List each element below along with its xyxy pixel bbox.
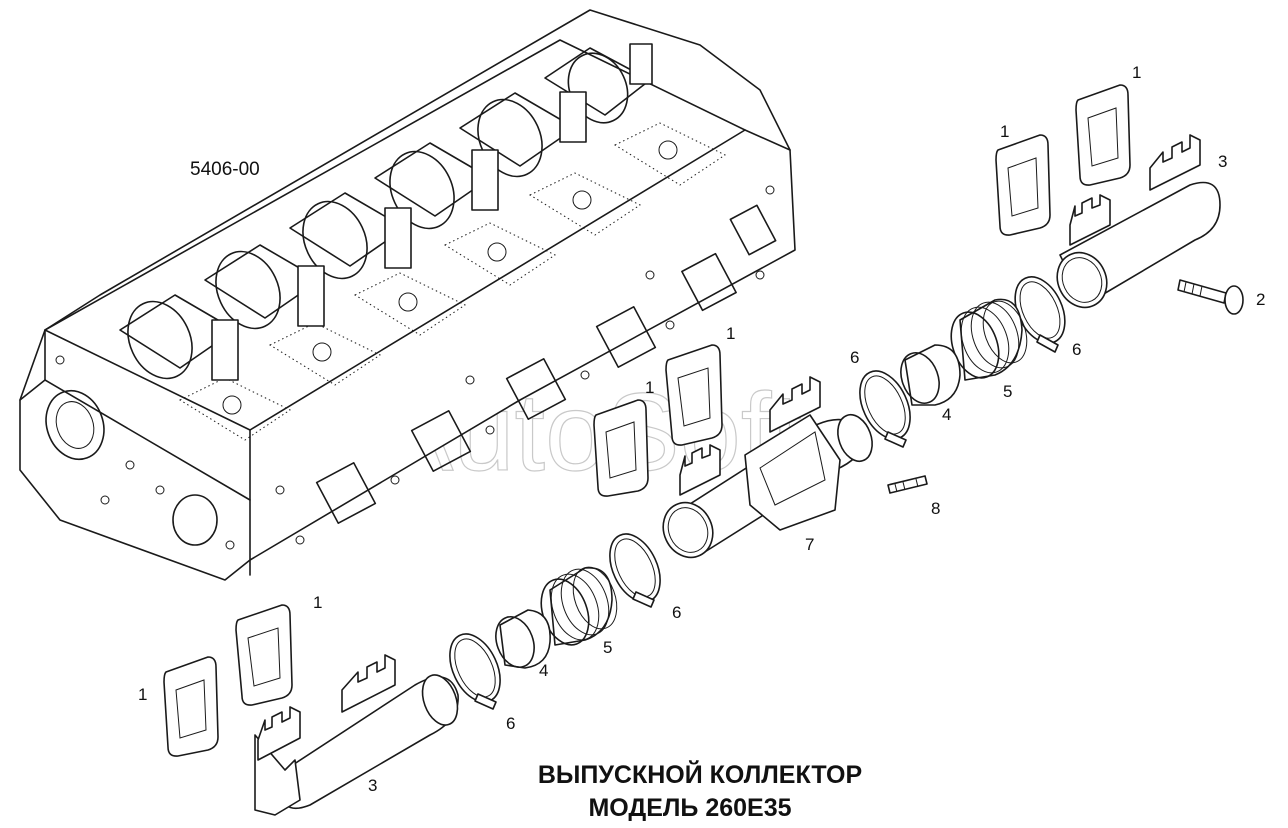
callout-pipe: 3	[368, 776, 377, 795]
bellows	[950, 298, 1028, 381]
clamp	[1014, 276, 1066, 353]
callout-gasket: 1	[1132, 63, 1141, 82]
callout-bolt: 2	[1256, 290, 1265, 309]
callout-gasket: 1	[645, 378, 654, 397]
callout-bellows: 5	[1003, 382, 1012, 401]
callouts: 1 1 3 2 6 5 4 6 1 1 7 8 6 5 4 1 1 6 3	[138, 63, 1265, 795]
gasket	[235, 604, 293, 706]
bellows	[540, 566, 618, 646]
sleeve	[495, 609, 551, 669]
stud	[887, 475, 928, 494]
gasket	[1075, 84, 1131, 186]
callout-pipe: 3	[1218, 152, 1227, 171]
clamp	[609, 533, 661, 608]
caption-title: ВЫПУСКНОЙ КОЛЛЕКТОР	[538, 759, 862, 789]
sleeve	[900, 344, 961, 406]
head-pads	[178, 43, 726, 441]
callout-clamp: 6	[672, 603, 681, 622]
callout-gasket: 1	[138, 685, 147, 704]
bolt	[1177, 279, 1244, 315]
clamp	[449, 633, 501, 710]
callout-sleeve: 4	[942, 405, 951, 424]
callout-sleeve: 4	[539, 661, 548, 680]
callout-bellows: 5	[603, 638, 612, 657]
callout-manifold: 7	[805, 535, 814, 554]
caption-model: МОДЕЛЬ 260E35	[588, 794, 791, 822]
gasket	[995, 134, 1051, 236]
callout-gasket: 1	[726, 324, 735, 343]
callout-gasket: 1	[1000, 122, 1009, 141]
gasket	[163, 656, 219, 757]
callout-clamp: 6	[506, 714, 515, 733]
callout-stud: 8	[931, 499, 940, 518]
head-exhaust-ports	[275, 185, 777, 545]
callout-clamp: 6	[1072, 340, 1081, 359]
exhaust-pipe-bottom	[254, 654, 459, 816]
callout-clamp: 6	[850, 348, 859, 367]
cylinder-head: 5406-00	[19, 9, 796, 581]
clamp	[859, 370, 911, 448]
gasket	[593, 399, 649, 497]
callout-gasket: 1	[313, 593, 322, 612]
exhaust-pipe-top	[1056, 134, 1221, 309]
drawing-code: 5406-00	[190, 159, 260, 180]
center-manifold	[662, 376, 873, 559]
gasket	[665, 344, 723, 446]
